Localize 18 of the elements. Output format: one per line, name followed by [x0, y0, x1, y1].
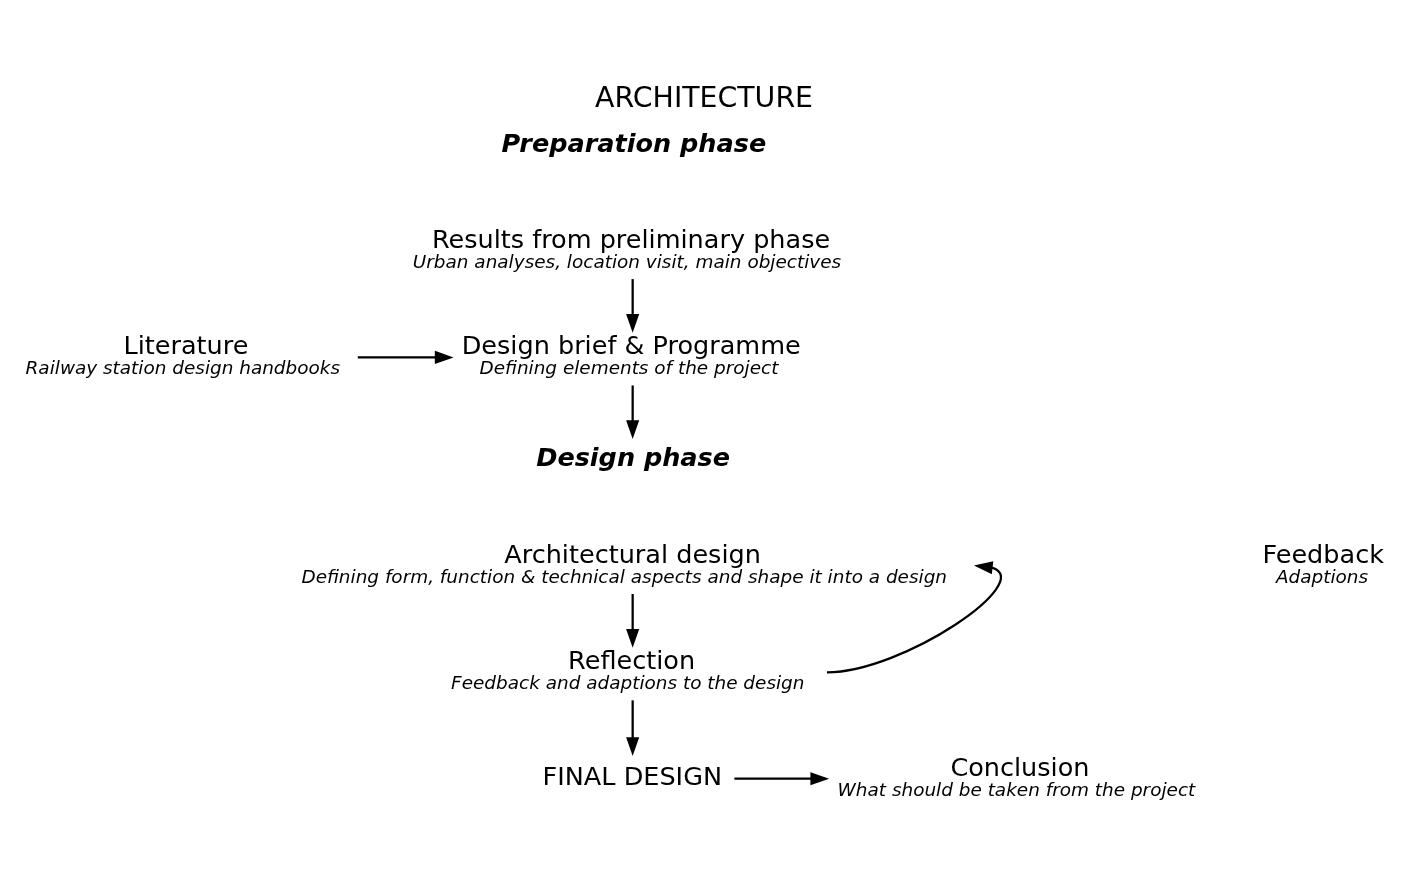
- arrow: [826, 560, 1002, 673]
- arrow: [626, 384, 640, 439]
- arrow: [734, 771, 830, 785]
- node-text: Reflection Feedback and adaptions to the design: [451, 644, 805, 693]
- node-text: Conclusion What should be taken from the project: [837, 751, 1196, 800]
- node-text: Feedback Adaptions: [1262, 538, 1384, 587]
- label: Preparation phase: [501, 127, 767, 158]
- diagram-title: ARCHITECTURE: [595, 80, 814, 114]
- node-text: Architectural design Defining form, function & technical aspects and shape it into a design: [301, 538, 948, 587]
- node-text: Design phase: [536, 441, 731, 472]
- node-text: Results from preliminary phase Urban analyses, location visit, main objectives: [412, 223, 842, 272]
- arrow: [626, 699, 640, 756]
- arrow: [357, 350, 454, 364]
- node-text: Design brief & Programme Defining elements of the project: [461, 329, 801, 378]
- node-text: FINAL DESIGN: [542, 760, 723, 791]
- arrow: [626, 593, 640, 648]
- node-text: Literature Railway station design handbooks: [25, 329, 341, 378]
- arrow: [626, 278, 640, 333]
